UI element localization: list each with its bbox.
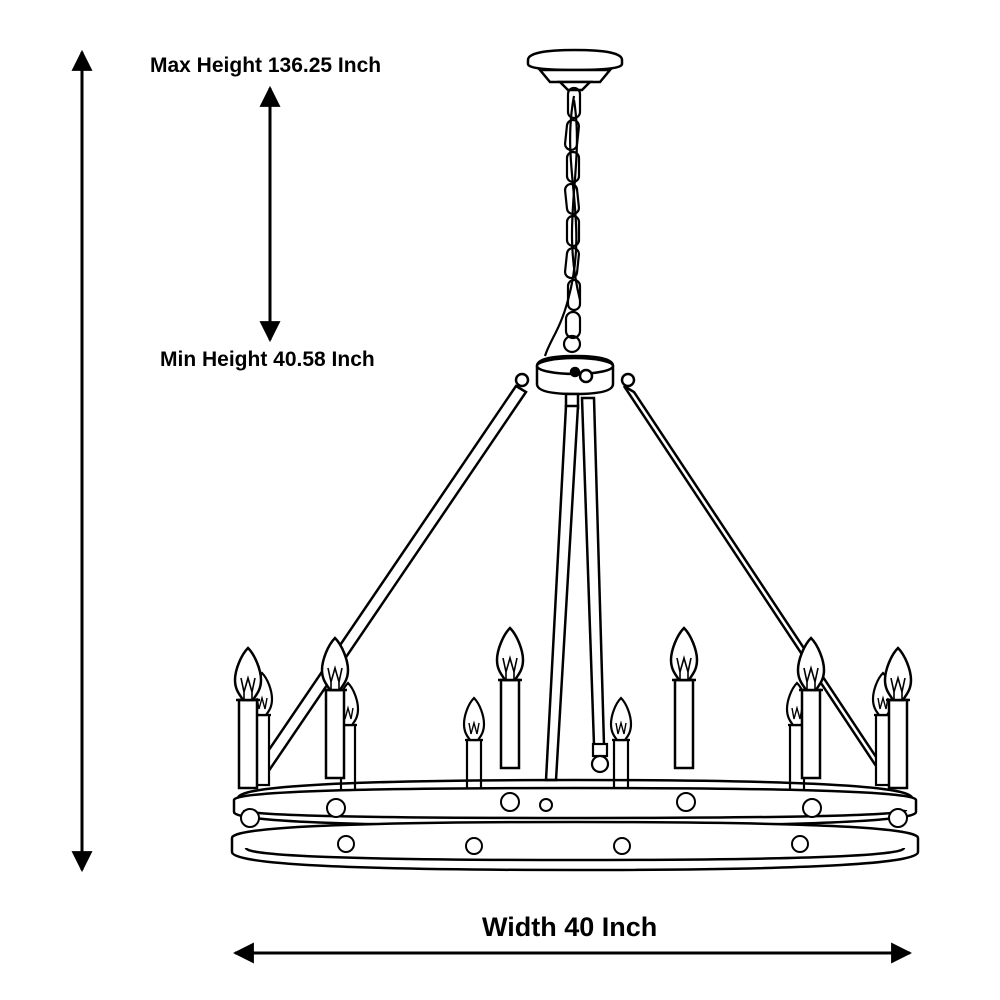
max-height-label: Max Height 136.25 Inch — [150, 54, 382, 77]
candles-front — [233, 626, 913, 790]
min-height-label: Min Height 40.58 Inch — [160, 348, 375, 371]
center-hub — [514, 354, 636, 410]
chain — [543, 86, 582, 357]
width-label: Width 40 Inch — [482, 912, 658, 942]
ring-balls — [240, 792, 908, 855]
center-hook — [590, 742, 610, 774]
candle-rings — [230, 778, 920, 872]
ceiling-canopy — [526, 48, 624, 92]
